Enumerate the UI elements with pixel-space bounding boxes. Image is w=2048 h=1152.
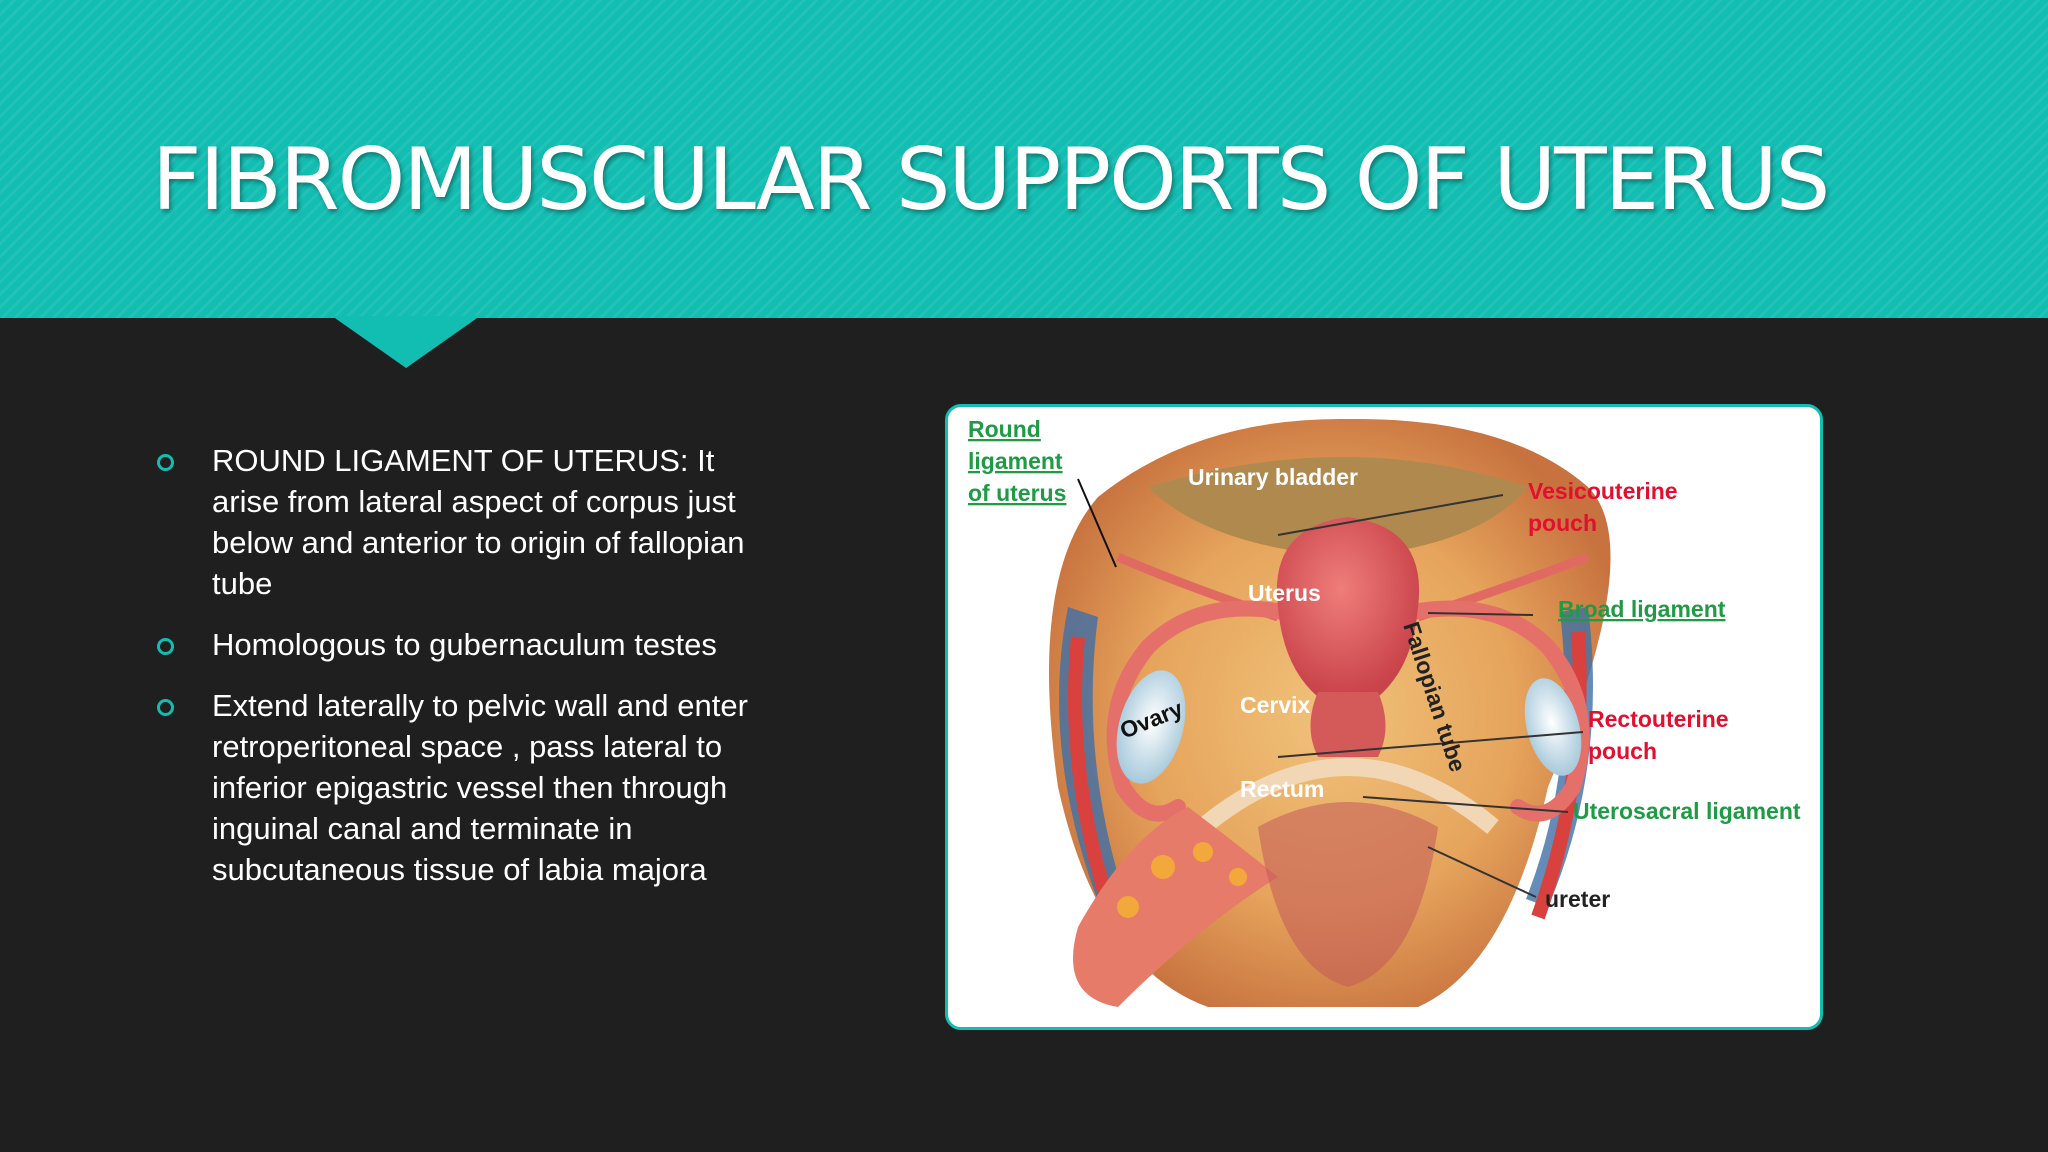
ovary-right-shape [1524, 678, 1582, 776]
cervix-shape [1310, 692, 1386, 757]
leader-line-ureter [1427, 846, 1537, 898]
label-uterosacral-ligament: Uterosacral ligament [1573, 798, 1801, 824]
fallopian-tube-right [1405, 600, 1590, 822]
label-rectouterine-line2: pouch [1588, 738, 1657, 764]
bullet-item: Extend laterally to pelvic wall and ente… [152, 685, 772, 890]
bullet-list: ROUND LIGAMENT OF UTERUS: It arise from … [152, 440, 772, 910]
label-round-ligament-line3: of uterus [968, 480, 1066, 506]
uterosacral-ligament-shape [1197, 758, 1499, 834]
bullet-item: Homologous to gubernaculum testes [152, 624, 772, 665]
rectum-fat-4 [1229, 868, 1247, 886]
label-broad-ligament: Broad ligament [1558, 596, 1726, 622]
bullet-text: Homologous to gubernaculum testes [212, 627, 717, 662]
leader-line-broad-ligament [1427, 612, 1534, 616]
anatomy-figure: Round ligament of uterus Urinary bladder… [945, 404, 1823, 1030]
leader-line-uterosacral [1362, 796, 1569, 813]
label-urinary-bladder: Urinary bladder [1188, 464, 1358, 490]
bullet-text: ROUND LIGAMENT OF UTERUS: It arise from … [212, 443, 745, 601]
bullet-circle-icon [157, 638, 174, 655]
fallopian-tube-left [1106, 600, 1291, 822]
label-uterus: Uterus [1248, 580, 1321, 606]
label-rectouterine-line1: Rectouterine [1588, 706, 1729, 732]
ovary-left-shape [1116, 670, 1186, 784]
leader-line-round-ligament [1077, 478, 1117, 568]
uterus-shape [1276, 517, 1420, 697]
urinary-bladder-shape [1148, 457, 1528, 557]
label-cervix: Cervix [1240, 692, 1311, 718]
label-vesicouterine-line1: Vesicouterine [1528, 478, 1678, 504]
banner-notch [332, 316, 480, 368]
bullet-circle-icon [157, 454, 174, 471]
leader-line-vesicouterine [1277, 494, 1504, 536]
label-rectum: Rectum [1240, 776, 1324, 802]
label-round-ligament-line1: Round [968, 416, 1041, 442]
rectum-fat-3 [1117, 896, 1139, 918]
title-banner [0, 0, 2048, 318]
pelvic-anatomy-illustration: Round ligament of uterus Urinary bladder… [968, 416, 1801, 1007]
bullet-circle-icon [157, 699, 174, 716]
rectum-fat-2 [1193, 842, 1213, 862]
rectum-shape [1073, 807, 1278, 1007]
bullet-text: Extend laterally to pelvic wall and ente… [212, 688, 748, 887]
rectum-fat-1 [1151, 855, 1175, 879]
leader-line-rectouterine [1277, 731, 1584, 758]
label-round-ligament-line2: ligament [968, 448, 1063, 474]
label-vesicouterine-line2: pouch [1528, 510, 1597, 536]
slide-title: FIBROMUSCULAR SUPPORTS OF UTERUS [152, 130, 1830, 230]
rectum-pouch-shape [1258, 802, 1438, 987]
label-ureter: ureter [1545, 886, 1610, 912]
bullet-item: ROUND LIGAMENT OF UTERUS: It arise from … [152, 440, 772, 604]
